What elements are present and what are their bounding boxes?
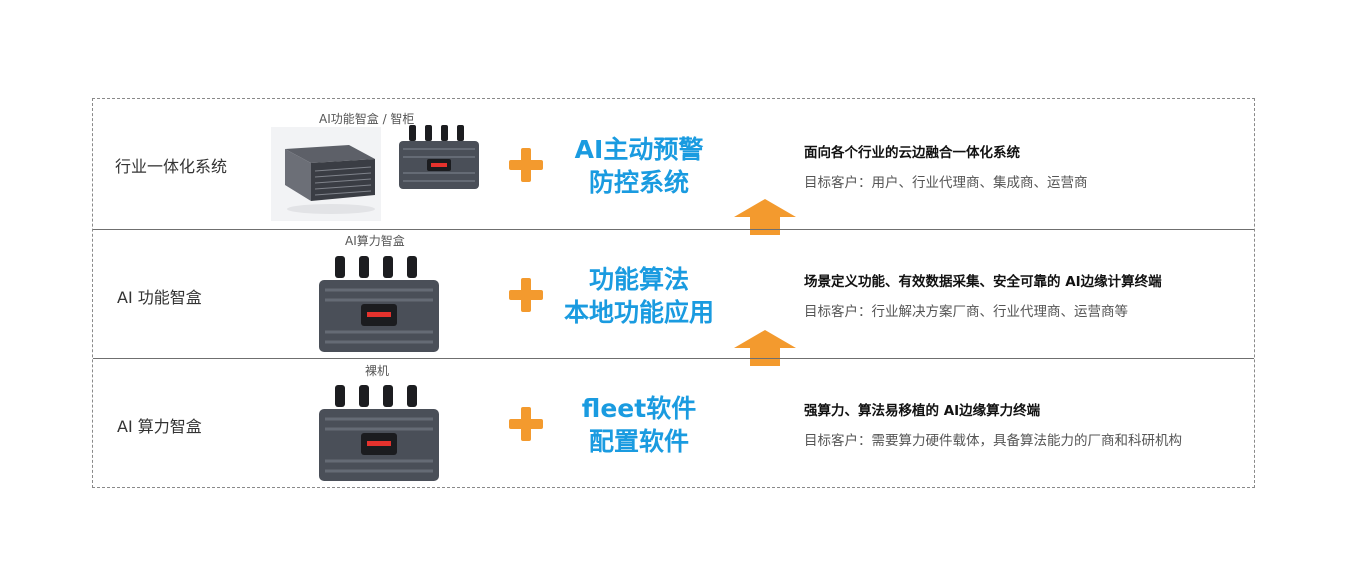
solution-title-line2: 防控系统 (588, 168, 689, 197)
description-target-customers: 目标客户：用户、行业代理商、集成商、运营商 (804, 175, 1088, 191)
edge-box-device-icon (319, 256, 439, 352)
architecture-frame: 行业一体化系统 AI功能智盒 / 智柜 (92, 98, 1255, 488)
row-label: 行业一体化系统 (115, 157, 228, 176)
row-ai-compute-box: AI 算力智盒 裸机 fleet软件 配置软件 强算力、算法 (93, 358, 1254, 489)
row-label: AI 算力智盒 (117, 417, 202, 436)
edge-box-device-icon (319, 385, 439, 481)
device-caption: AI功能智盒 / 智柜 (319, 112, 415, 126)
description-main: 面向各个行业的云边融合一体化系统 (804, 145, 1020, 161)
solution-title-line2: 配置软件 (588, 427, 689, 456)
device-caption: AI算力智盒 (345, 234, 405, 248)
description-main: 场景定义功能、有效数据采集、安全可靠的 AI边缘计算终端 (804, 274, 1162, 290)
up-arrow-icon (734, 330, 796, 366)
solution-title: fleet软件 配置软件 (549, 392, 729, 458)
row-industry-system: 行业一体化系统 AI功能智盒 / 智柜 (93, 99, 1254, 235)
device-caption: 裸机 (365, 364, 390, 378)
row-ai-function-box: AI 功能智盒 AI算力智盒 功能算法 本地功能应用 场景定 (93, 229, 1254, 366)
solution-title: 功能算法 本地功能应用 (549, 263, 729, 329)
plus-icon (509, 278, 543, 312)
description-target-customers: 目标客户：需要算力硬件载体，具备算法能力的厂商和科研机构 (804, 433, 1182, 449)
description-target-customers: 目标客户：行业解决方案厂商、行业代理商、运营商等 (804, 304, 1128, 320)
edge-box-device-icon (399, 125, 479, 189)
solution-title-line1: fleet软件 (581, 394, 697, 423)
row-label: AI 功能智盒 (117, 288, 202, 307)
server-cabinet-icon (271, 127, 381, 221)
solution-title-line1: AI主动预警 (574, 135, 704, 164)
solution-title-line2: 本地功能应用 (563, 298, 714, 327)
description-main: 强算力、算法易移植的 AI边缘算力终端 (804, 403, 1041, 419)
up-arrow-icon (734, 199, 796, 235)
solution-title: AI主动预警 防控系统 (559, 133, 719, 199)
solution-title-line1: 功能算法 (588, 265, 689, 294)
plus-icon (509, 407, 543, 441)
plus-icon (509, 148, 543, 182)
